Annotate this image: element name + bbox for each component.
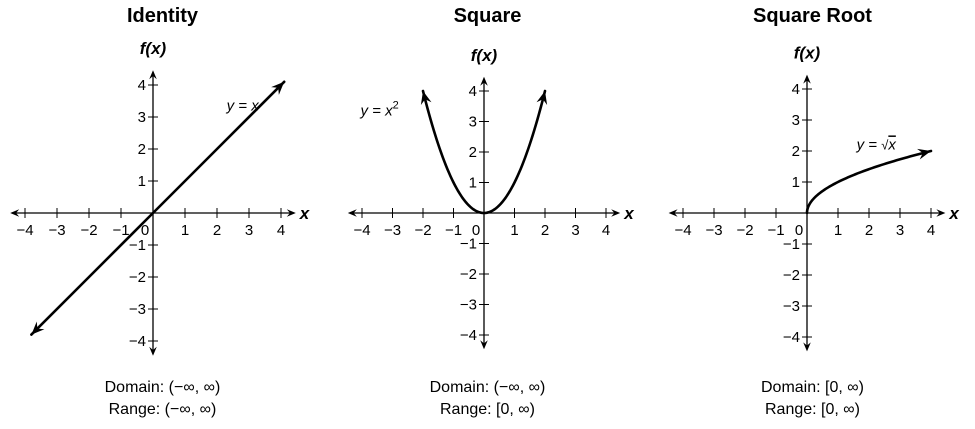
y-axis-arrow [480,340,488,350]
y-axis-label: f(x) [471,46,498,65]
y-tick-label: 4 [138,77,146,94]
y-tick-label: 2 [792,143,800,160]
x-tick-label: 3 [245,222,253,239]
x-tick-label: −4 [353,222,370,239]
x-tick-label: −1 [445,222,462,239]
curve-arrow [31,321,45,335]
y-tick-label: −4 [129,333,146,350]
x-axis-arrow [286,209,296,217]
x-tick-label: 0 [472,222,480,239]
x-axis-arrow [668,209,678,217]
x-tick-label: −2 [736,222,753,239]
y-tick-label: 1 [792,174,800,191]
y-tick-label: −2 [783,267,800,284]
x-tick-label: 3 [571,222,579,239]
x-tick-label: 4 [602,222,610,239]
x-tick-label: −2 [414,222,431,239]
y-tick-label: −1 [460,236,477,253]
y-tick-label: −4 [783,329,800,346]
x-tick-label: 0 [141,222,149,239]
x-tick-label: 1 [181,222,189,239]
range-label: Range: [0, ∞) [764,401,860,418]
domain-label: Domain: (−∞, ∞) [104,379,221,396]
x-tick-label: −1 [767,222,784,239]
y-axis-arrow [803,74,811,84]
y-tick-label: −2 [129,269,146,286]
x-axis-arrow [611,209,621,217]
equation-label: y = x [226,98,260,115]
y-tick-label: −3 [129,301,146,318]
x-axis-arrow [936,209,946,217]
x-axis-arrow [347,209,357,217]
caption: Domain: (−∞, ∞) Range: (−∞, ∞) [0,377,325,421]
y-axis-arrow [803,342,811,352]
x-tick-label: 2 [541,222,549,239]
x-tick-label: 3 [896,222,904,239]
x-tick-label: 4 [927,222,935,239]
x-tick-label: −3 [705,222,722,239]
x-tick-label: −3 [48,222,65,239]
curve-arrow [420,91,432,105]
caption: Domain: [0, ∞) Range: [0, ∞) [650,377,975,421]
y-tick-label: 1 [138,173,146,190]
x-axis-label: x [299,204,311,223]
y-tick-label: 3 [138,109,146,126]
y-tick-label: −1 [783,236,800,253]
x-axis-label: x [623,204,635,223]
equation-label: y = √x [856,136,897,153]
y-tick-label: 2 [469,144,477,161]
equation-label: y = x2 [359,99,398,119]
y-tick-label: −3 [460,297,477,314]
curve-arrow [271,81,285,95]
domain-label: Domain: (−∞, ∞) [429,379,546,396]
y-axis-label: f(x) [794,44,821,63]
curve-arrow [536,91,548,105]
y-tick-label: 1 [469,175,477,192]
x-tick-label: 1 [510,222,518,239]
y-axis-label: f(x) [140,39,167,58]
curve-arrow [917,148,931,160]
y-tick-label: 2 [138,141,146,158]
y-tick-label: −4 [460,327,477,344]
y-tick-label: 3 [792,112,800,129]
x-axis-arrow [10,209,20,217]
x-tick-label: 2 [865,222,873,239]
x-tick-label: 4 [277,222,285,239]
y-axis-arrow [149,70,157,80]
y-tick-label: −2 [460,266,477,283]
x-axis-label: x [948,204,960,223]
panel-title: Identity [126,5,199,27]
y-tick-label: 4 [792,81,800,98]
y-axis-arrow [149,346,157,356]
y-tick-label: −3 [783,298,800,315]
range-label: Range: [0, ∞) [439,401,535,418]
y-tick-label: 4 [469,83,477,100]
x-tick-label: −1 [112,222,129,239]
caption: Domain: (−∞, ∞) Range: [0, ∞) [325,377,650,421]
panel-title: Square Root [753,5,872,27]
y-axis-arrow [480,76,488,86]
range-label: Range: (−∞, ∞) [108,401,217,418]
function-curve [421,89,547,215]
y-tick-label: −1 [129,237,146,254]
x-tick-label: −4 [16,222,33,239]
x-tick-label: −4 [674,222,691,239]
panel-title: Square [453,5,522,27]
function-curve [30,80,286,336]
x-tick-label: −3 [384,222,401,239]
y-tick-label: 3 [469,114,477,131]
function-curve [805,149,933,215]
x-tick-label: −2 [80,222,97,239]
x-tick-label: 2 [213,222,221,239]
x-tick-label: 0 [795,222,803,239]
domain-label: Domain: [0, ∞) [761,379,864,396]
x-tick-label: 1 [834,222,842,239]
